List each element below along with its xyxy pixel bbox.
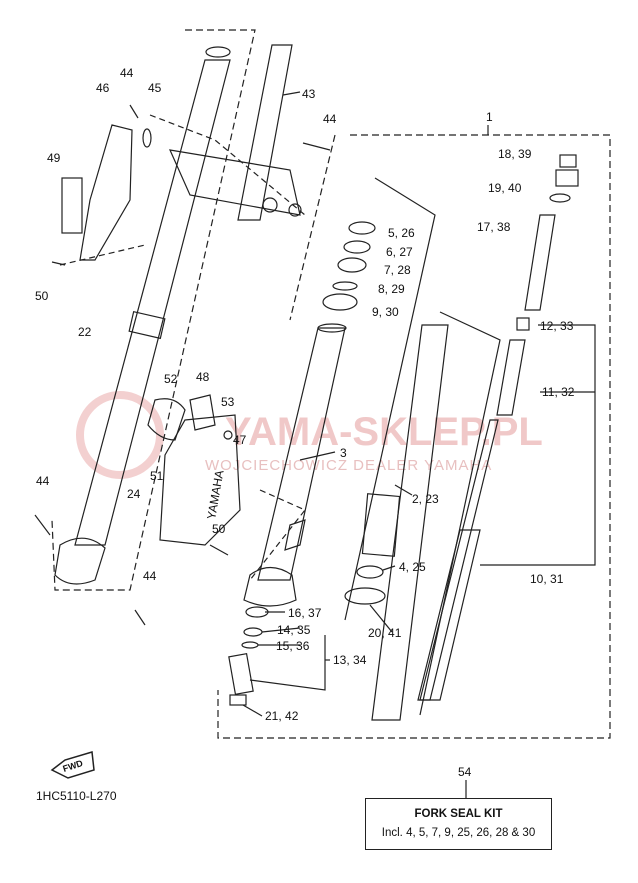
fwd-arrow-icon: FWD [50,751,95,779]
callout-label: 4, 25 [399,560,426,574]
callout-label: 16, 37 [288,606,322,620]
bolt-44-b [302,142,331,151]
callout-label: 22 [78,325,92,339]
callout-label: 53 [221,395,235,409]
callout-label: 43 [302,87,316,101]
base-valve-13 [228,653,254,695]
seal-5 [348,221,376,235]
axle-bracket-right [243,566,297,607]
callout-label: 24 [127,487,141,501]
collar-12 [516,317,530,331]
callout-label: 13, 34 [333,653,367,667]
dust-seal-9 [322,293,358,311]
outer-tube-assembly-box [51,29,256,591]
fork-guard-lower [159,414,241,546]
clamp-45 [142,128,152,148]
seal-6 [343,240,371,254]
ring-14 [243,627,263,637]
under-bracket [168,149,301,216]
callout-label: 46 [96,81,110,95]
guard-clamp-48 [189,394,216,431]
callout-label: 10, 31 [530,572,564,586]
callout-label: 50 [35,289,49,303]
callout-label: 11, 32 [542,385,575,399]
callout-label: 52 [164,372,178,386]
callout-label: 44 [143,569,157,583]
callout-label: 21, 42 [265,709,299,723]
callout-label: 1 [486,110,493,124]
slide-metal [361,493,401,557]
seal-20 [344,587,386,605]
callout-label: 45 [148,81,162,95]
axle-bracket-left [54,537,106,585]
callout-label: 5, 26 [388,226,415,240]
callout-label: 9, 30 [372,305,399,319]
callout-label: 51 [150,469,164,483]
guard-clamp-52 [147,398,186,441]
diagram-code: 1HC5110-L270 [36,789,117,803]
fork-guard [79,124,133,261]
inner-tube [371,324,449,721]
callout-label: 19, 40 [488,181,522,195]
outer-tube-right [257,327,346,581]
spring [524,214,556,311]
callout-label: 48 [196,370,210,384]
bolt-50-b [209,544,229,556]
kit-ref: 54 [458,765,472,779]
washer-19 [549,193,571,203]
fork-seal-kit-box: FORK SEAL KIT Incl. 4, 5, 7, 9, 25, 26, … [365,798,552,850]
bolt-21 [229,694,247,706]
fork-assembly-box [217,134,611,739]
callout-label: 2, 23 [412,492,439,506]
callout-label: 50 [212,522,226,536]
clip-8 [332,281,358,291]
bolt-50-a [51,261,66,266]
kit-title: FORK SEAL KIT [414,808,503,820]
callout-label: 14, 35 [277,623,311,637]
callout-label: 6, 27 [386,245,413,259]
oring-15 [241,641,259,649]
callout-label: 8, 29 [378,282,405,296]
watermark-subtext: WOJCIECHOWICZ DEALER YAMAHA [205,457,492,474]
callout-label: 44 [120,66,134,80]
nut-53 [223,430,233,440]
watermark-logo [76,391,164,479]
washer-16 [245,606,269,618]
callout-label: 12, 33 [540,319,574,333]
bolt-44-a [129,104,139,119]
bolt-44-d [134,609,146,626]
yamaha-mark: YAMAHA [204,469,226,520]
spring-cylinder [496,339,526,416]
steering-stem [237,44,293,221]
bushing-4 [356,565,384,579]
cap-bolt [559,154,577,168]
callout-label: 44 [323,112,337,126]
callout-label: 44 [36,474,50,488]
callout-label: 49 [47,151,61,165]
guard-label-49 [61,177,83,234]
bolt-44-c [34,514,51,536]
kit-description: Incl. 4, 5, 7, 9, 25, 26, 28 & 30 [381,827,536,839]
seal-7 [337,257,367,273]
callout-label: 7, 28 [384,263,411,277]
callout-label: 3 [340,446,347,460]
callout-label: 20, 41 [368,626,402,640]
callout-label: 47 [233,433,247,447]
outer-tube-left [74,59,231,546]
callout-label: 15, 36 [276,639,310,653]
callout-label: 17, 38 [477,220,511,234]
callout-label: 18, 39 [498,147,532,161]
